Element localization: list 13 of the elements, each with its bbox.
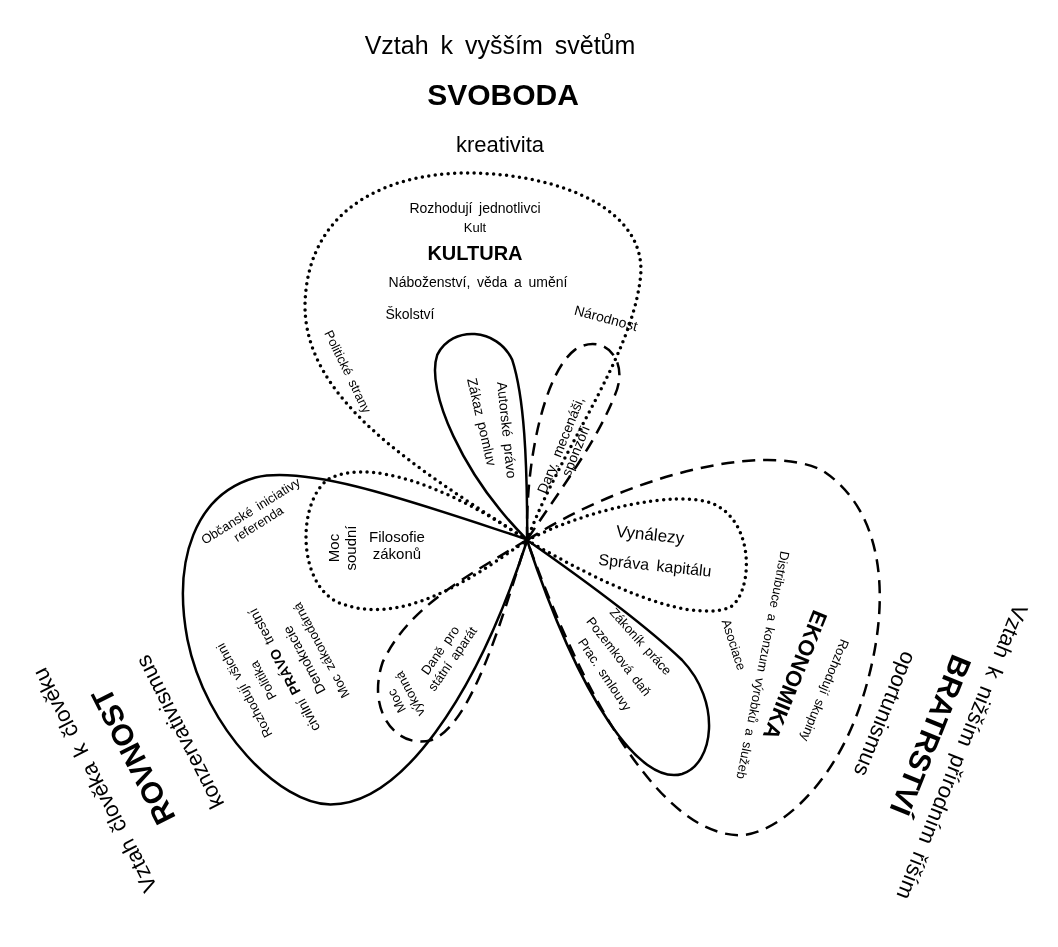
petal-label: Moc soudní	[324, 524, 360, 573]
petal-label: Školství	[385, 305, 435, 323]
petal-label: Autorské právo	[494, 380, 521, 480]
area-heading: KULTURA	[427, 241, 523, 265]
ideal-heading: SVOBODA	[427, 77, 579, 113]
petal-label: Náboženství, věda a umění	[388, 273, 568, 291]
petal-label: Filosofie zákonů	[368, 527, 426, 563]
petal-label: Vynálezy	[615, 521, 685, 549]
caption-text: kreativita	[456, 132, 544, 158]
petal-label: Správa kapitálu	[597, 550, 713, 582]
caption-text: Vztah k vyšším světům	[364, 30, 636, 60]
petal-label: Rozhodují jednotlivci	[409, 199, 541, 217]
petal-label: Kult	[463, 220, 487, 236]
